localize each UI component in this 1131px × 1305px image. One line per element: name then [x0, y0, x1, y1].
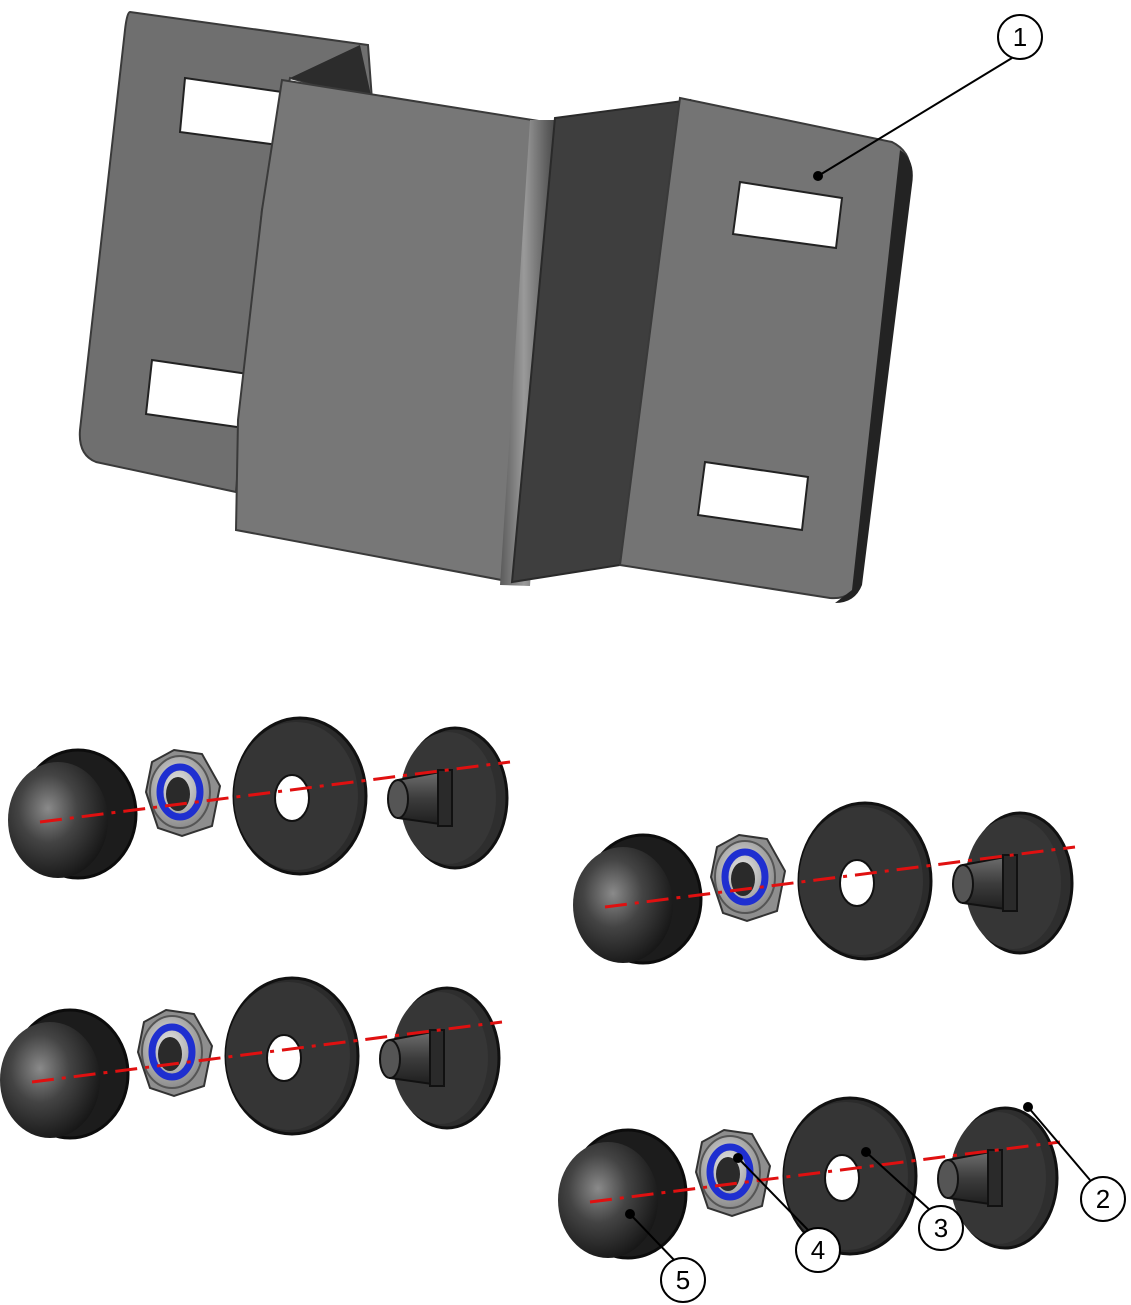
- callout-4: 4: [733, 1153, 841, 1273]
- callout-label-1: 1: [1013, 22, 1027, 52]
- leader-dot-icon: [861, 1147, 871, 1157]
- fastener-set-bottom-left: [0, 978, 502, 1138]
- callout-2: 2: [1023, 1102, 1126, 1222]
- leader-dot-icon: [625, 1209, 635, 1219]
- bracket-slot-icon: [696, 460, 810, 532]
- callout-label-2: 2: [1096, 1184, 1110, 1214]
- callout-label-3: 3: [934, 1213, 948, 1243]
- callout-1: 1: [813, 14, 1043, 181]
- callout-5: 5: [625, 1209, 706, 1303]
- callout-3: 3: [861, 1147, 964, 1251]
- fastener-set-middle-right: [573, 803, 1075, 963]
- mounting-bracket: [78, 10, 913, 603]
- leader-dot-icon: [733, 1153, 743, 1163]
- bracket-slot-icon: [731, 180, 844, 250]
- callout-label-5: 5: [676, 1265, 690, 1295]
- leader-dot-icon: [813, 171, 823, 181]
- fastener-set-top-left: [8, 718, 510, 878]
- callout-label-4: 4: [811, 1235, 825, 1265]
- leader-dot-icon: [1023, 1102, 1033, 1112]
